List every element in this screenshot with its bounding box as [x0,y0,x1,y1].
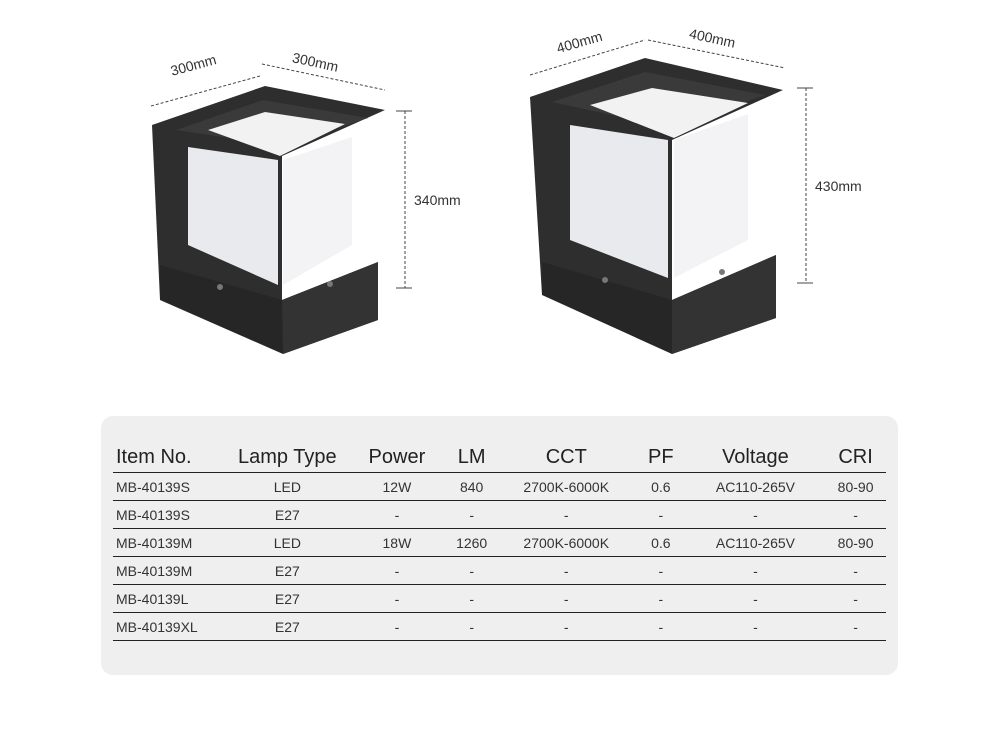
table-cell: AC110-265V [685,472,826,501]
table-cell: 80-90 [825,528,886,557]
table-cell: - [446,500,497,529]
medium-height-label: 430mm [815,178,862,194]
table-cell: LED [227,528,348,557]
table-cell: MB-40139XL [113,612,228,641]
column-header: Lamp Type [227,442,348,473]
table-cell: LED [227,472,348,501]
table-cell: E27 [227,556,348,585]
table-cell: - [685,556,826,585]
table-cell: 2700K-6000K [496,528,636,557]
table-cell: 80-90 [825,472,886,501]
table-cell: - [635,556,686,585]
table-cell: 0.6 [635,528,686,557]
table-cell: MB-40139M [113,528,228,557]
table-cell: E27 [227,584,348,613]
small-height-label: 340mm [414,192,461,208]
table-cell: E27 [227,500,348,529]
table-cell: - [446,556,497,585]
table-cell: MB-40139S [113,500,228,529]
column-header: Item No. [113,442,228,473]
table-cell: - [825,556,886,585]
table-cell: - [347,556,447,585]
table-cell: E27 [227,612,348,641]
column-header: CCT [496,442,636,473]
column-header: CRI [825,442,886,473]
column-header: LM [446,442,497,473]
column-header: PF [635,442,686,473]
table-cell: - [496,612,636,641]
table-cell: - [446,612,497,641]
table-cell: - [347,584,447,613]
table-cell: 2700K-6000K [496,472,636,501]
table-cell: - [496,584,636,613]
table-cell: - [825,612,886,641]
table-cell: 0.6 [635,472,686,501]
table-cell: - [496,500,636,529]
table-cell: - [635,584,686,613]
table-cell: MB-40139S [113,472,228,501]
table-cell: - [496,556,636,585]
medium-lamp-image [529,39,813,354]
small-lamp-image [150,63,412,354]
table-cell: MB-40139L [113,584,228,613]
table-cell: - [635,500,686,529]
product-illustrations [150,39,813,354]
table-cell: - [685,584,826,613]
table-cell: - [685,500,826,529]
table-cell: - [347,612,447,641]
table-cell: 840 [446,472,497,501]
table-cell: - [685,612,826,641]
column-header: Voltage [685,442,826,473]
table-cell: 12W [347,472,447,501]
table-cell: MB-40139M [113,556,228,585]
table-cell: AC110-265V [685,528,826,557]
table-cell: - [446,584,497,613]
table-cell: - [825,500,886,529]
table-cell: 18W [347,528,447,557]
table-cell: - [825,584,886,613]
column-header: Power [347,442,447,473]
table-cell: - [347,500,447,529]
table-cell: 1260 [446,528,497,557]
table-cell: - [635,612,686,641]
